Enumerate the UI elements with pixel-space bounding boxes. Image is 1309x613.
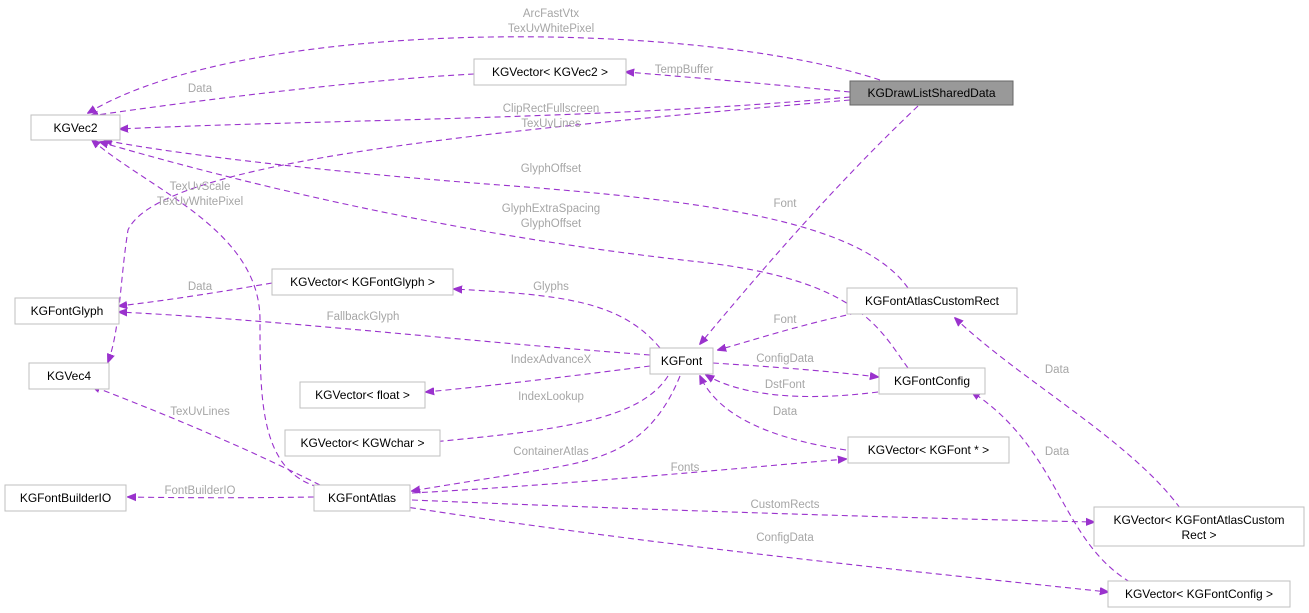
edges bbox=[88, 36, 1181, 592]
edge-configdata-font bbox=[712, 362, 878, 377]
edge-data-fontconfig bbox=[972, 392, 1131, 583]
label-data-fontptr: Data bbox=[773, 406, 798, 418]
label-texuvlines-mid: TexUvLines bbox=[170, 406, 230, 418]
label-data-customrect: Data bbox=[1045, 364, 1070, 376]
node-label: KGVector< KGFontConfig > bbox=[1125, 587, 1273, 601]
node-label: KGFontBuilderIO bbox=[20, 491, 111, 505]
edge-data-customrect bbox=[955, 318, 1181, 509]
edge-dstfont bbox=[706, 375, 879, 398]
node-label: KGFontGlyph bbox=[31, 304, 104, 318]
node-kgvec4[interactable]: KGVec4 bbox=[28, 362, 110, 390]
node-kgfontatlas[interactable]: KGFontAtlas bbox=[313, 484, 411, 512]
node-kgvector-kgfontconfig[interactable]: KGVector< KGFontConfig > bbox=[1107, 580, 1291, 608]
node-kgfontbuilderio[interactable]: KGFontBuilderIO bbox=[4, 484, 127, 512]
node-label: KGFont bbox=[661, 354, 703, 368]
node-label: KGVector< KGWchar > bbox=[300, 436, 424, 450]
edge-texuvscale bbox=[92, 140, 319, 488]
label-glyphextraspacing: GlyphExtraSpacing bbox=[502, 203, 600, 215]
edge-cliprect bbox=[120, 96, 851, 129]
label-texuvwhitepixel-top: TexUvWhitePixel bbox=[508, 23, 594, 35]
nodes: KGDrawListSharedData KGVector< KGVec2 > … bbox=[4, 58, 1305, 608]
node-kgfontconfig[interactable]: KGFontConfig bbox=[878, 367, 986, 395]
node-kgvector-kgfont-ptr[interactable]: KGVector< KGFont * > bbox=[847, 436, 1010, 464]
node-kgfont[interactable]: KGFont bbox=[649, 347, 714, 375]
node-label: KGFontAtlas bbox=[328, 491, 396, 505]
label-indexadvancex: IndexAdvanceX bbox=[511, 354, 592, 366]
node-label: KGVec2 bbox=[53, 121, 97, 135]
label-tempbuffer: TempBuffer bbox=[655, 64, 714, 76]
node-label: KGDrawListSharedData bbox=[867, 86, 995, 100]
node-label-line1: KGVector< KGFontAtlasCustom bbox=[1113, 513, 1284, 527]
node-kgvector-float[interactable]: KGVector< float > bbox=[299, 381, 426, 409]
node-label-line2: Rect > bbox=[1181, 528, 1216, 542]
node-kgvec2[interactable]: KGVec2 bbox=[30, 114, 121, 141]
node-label: KGVector< KGFont * > bbox=[868, 443, 989, 457]
node-kgvector-kgfontglyph[interactable]: KGVector< KGFontGlyph > bbox=[271, 268, 454, 296]
edge-fallbackglyph bbox=[119, 312, 651, 356]
label-glyphs: Glyphs bbox=[533, 281, 569, 293]
node-kgfontatlascustomrect[interactable]: KGFontAtlasCustomRect bbox=[846, 287, 1018, 315]
node-label: KGVector< float > bbox=[315, 388, 410, 402]
label-fonts: Fonts bbox=[671, 462, 700, 474]
label-customrects: CustomRects bbox=[750, 499, 819, 511]
label-fallbackglyph: FallbackGlyph bbox=[327, 311, 400, 323]
edge-containeratlas bbox=[412, 375, 681, 491]
label-data-fontglyph: Data bbox=[188, 281, 213, 293]
edge-data-fontptr bbox=[700, 376, 847, 451]
node-label: KGVector< KGVec2 > bbox=[492, 65, 608, 79]
node-label: KGVec4 bbox=[47, 369, 91, 383]
label-font-customrect: Font bbox=[773, 314, 797, 326]
node-kgvector-kgvec2[interactable]: KGVector< KGVec2 > bbox=[473, 58, 627, 86]
node-kgdrawlistshareddata[interactable]: KGDrawListSharedData bbox=[849, 80, 1014, 106]
label-texuvwhitepixel-mid: TexUvWhitePixel bbox=[157, 196, 243, 208]
edge-indexlookup bbox=[432, 375, 669, 442]
label-arcfastvtx: ArcFastVtx bbox=[523, 8, 579, 20]
node-label: KGVector< KGFontGlyph > bbox=[290, 275, 435, 289]
label-texuvlines-top: TexUvLines bbox=[521, 118, 581, 130]
label-indexlookup: IndexLookup bbox=[518, 391, 584, 403]
node-label: KGFontConfig bbox=[894, 374, 970, 388]
node-label: KGFontAtlasCustomRect bbox=[865, 294, 1000, 308]
node-kgfontglyph[interactable]: KGFontGlyph bbox=[14, 297, 120, 325]
edge-tempbuffer bbox=[626, 72, 851, 93]
label-glyphoffset-top: GlyphOffset bbox=[521, 163, 582, 175]
label-configdata-atlas: ConfigData bbox=[756, 532, 814, 544]
edge-glyphextra bbox=[100, 142, 909, 369]
node-kgvector-kgwchar[interactable]: KGVector< KGWchar > bbox=[284, 429, 441, 457]
edge-texuvlines-mid bbox=[92, 386, 321, 486]
label-data-fontconfig: Data bbox=[1045, 446, 1070, 458]
label-cliprectfullscreen: ClipRectFullscreen bbox=[503, 103, 600, 115]
edge-arcfastvtx bbox=[88, 36, 881, 113]
node-kgvector-kgfontatlascustomrect[interactable]: KGVector< KGFontAtlasCustom Rect > bbox=[1093, 506, 1305, 547]
label-texuvscale: TexUvScale bbox=[170, 181, 231, 193]
edge-fonts bbox=[411, 459, 846, 494]
label-containeratlas: ContainerAtlas bbox=[513, 446, 589, 458]
edge-labels: ArcFastVtx TexUvWhitePixel TempBuffer Da… bbox=[157, 8, 1070, 544]
edge-font-top bbox=[700, 105, 919, 344]
edge-cliprect-vec4 bbox=[108, 99, 851, 362]
label-data-vec2: Data bbox=[188, 83, 213, 95]
label-fontbuilderio: FontBuilderIO bbox=[165, 485, 236, 497]
edge-indexadvancex bbox=[426, 365, 651, 392]
edge-customrects bbox=[411, 499, 1094, 522]
label-configdata-font: ConfigData bbox=[756, 353, 814, 365]
label-dstfont: DstFont bbox=[765, 379, 806, 391]
label-glyphoffset-mid: GlyphOffset bbox=[521, 218, 582, 230]
label-font-top: Font bbox=[773, 198, 797, 210]
edge-fontbuilderio bbox=[128, 497, 315, 498]
edge-configdata-atlas bbox=[399, 505, 1108, 592]
edge-glyphs bbox=[454, 289, 661, 349]
edge-data-vec2 bbox=[90, 73, 475, 116]
